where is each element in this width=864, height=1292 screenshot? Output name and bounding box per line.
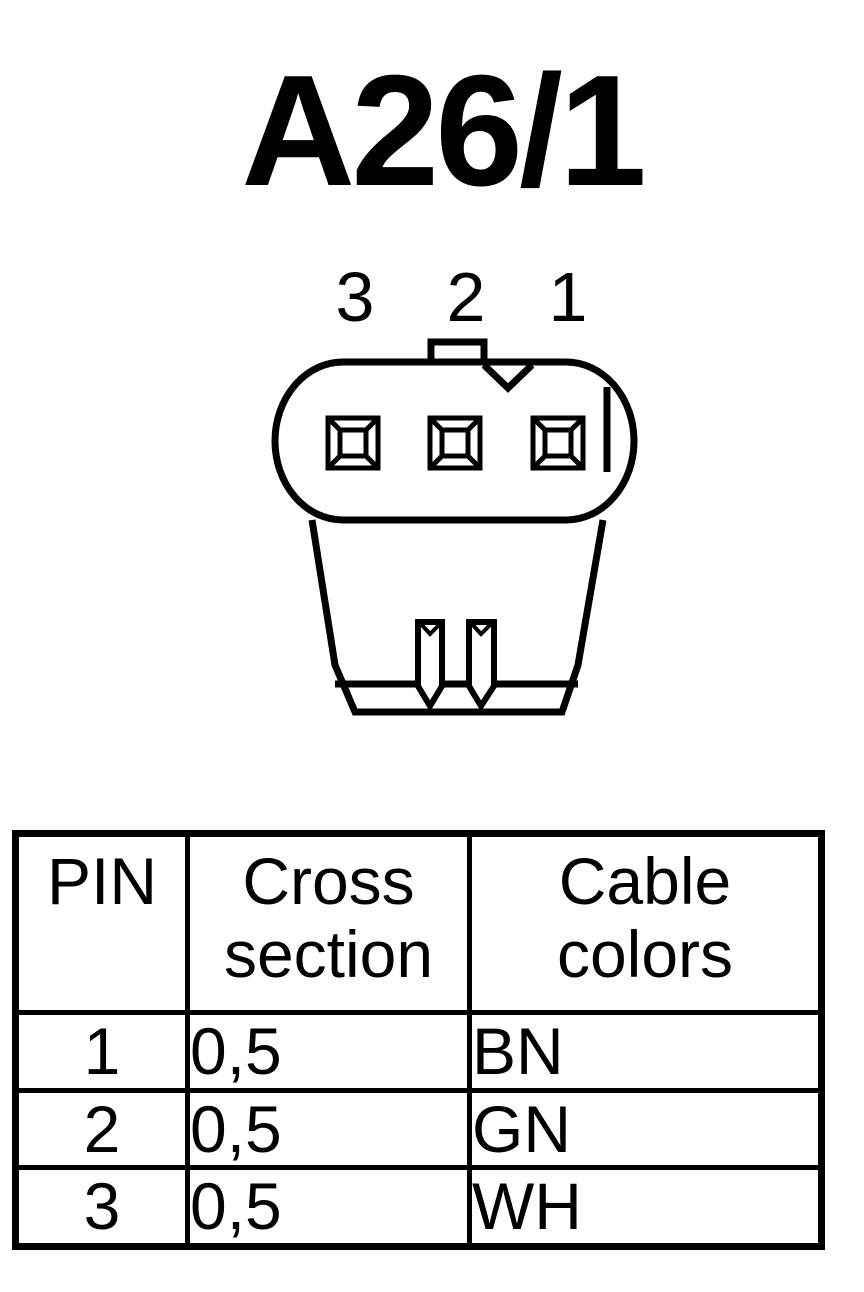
header-cross-section: Cross section: [185, 831, 472, 1015]
cell-cross-section: 0,5: [185, 1165, 472, 1249]
cell-cable-color: GN: [467, 1087, 824, 1171]
connector-face-outline: [271, 358, 638, 524]
connector-key-tab: [427, 338, 488, 362]
table-row: 3 0,5 WH: [13, 1165, 824, 1249]
connector-drawing: [271, 338, 638, 716]
pin-socket-2: [427, 415, 483, 471]
latch-prong-left: [415, 619, 445, 712]
connector-notch: [481, 362, 535, 393]
cell-cross-section: 0,5: [185, 1010, 472, 1093]
pin-label-2: 2: [446, 258, 486, 336]
table-row: 1 0,5 BN: [13, 1010, 824, 1093]
pin-socket-3: [325, 415, 381, 471]
pinout-table: PIN Cross section Cable colors 1 0,5 BN …: [12, 830, 825, 1250]
latch-prong-right: [466, 619, 497, 712]
table-row: 2 0,5 GN: [13, 1087, 824, 1171]
header-pin: PIN: [13, 831, 190, 1015]
connector-body: [308, 519, 607, 716]
pin-label-1: 1: [548, 258, 588, 336]
cell-pin: 1: [13, 1010, 190, 1093]
cell-cross-section: 0,5: [185, 1087, 472, 1171]
connector-title: A26/1: [241, 43, 647, 219]
pin-socket-1: [530, 415, 586, 471]
cell-cable-color: BN: [467, 1010, 824, 1093]
header-cable-colors: Cable colors: [467, 831, 824, 1015]
cell-pin: 2: [13, 1087, 190, 1171]
pin-label-3: 3: [335, 258, 375, 336]
cell-cable-color: WH: [467, 1165, 824, 1249]
cell-pin: 3: [13, 1165, 190, 1249]
table-header-row: PIN Cross section Cable colors: [13, 831, 824, 1015]
